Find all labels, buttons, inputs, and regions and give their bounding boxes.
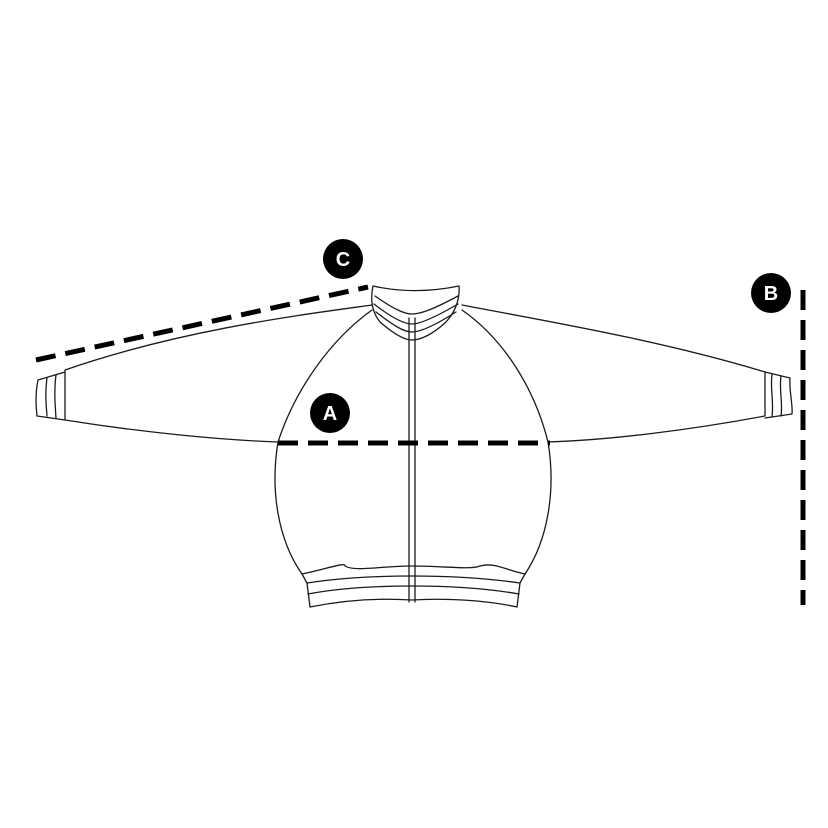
collar [371, 285, 460, 341]
left-raglan-seam [277, 309, 373, 443]
badge-b: B [751, 273, 791, 313]
jacket-body [274, 441, 552, 575]
zipper [408, 317, 416, 603]
badge-c-label: C [336, 249, 350, 271]
badge-a-label: A [323, 403, 337, 425]
badge-a: A [310, 393, 350, 433]
badge-c: C [323, 239, 363, 279]
badge-b-label: B [764, 283, 778, 305]
left-sleeve [35, 304, 373, 443]
measure-line-c [35, 284, 369, 363]
right-sleeve [461, 304, 793, 443]
hem-band [301, 573, 526, 608]
right-raglan-seam [461, 309, 549, 443]
